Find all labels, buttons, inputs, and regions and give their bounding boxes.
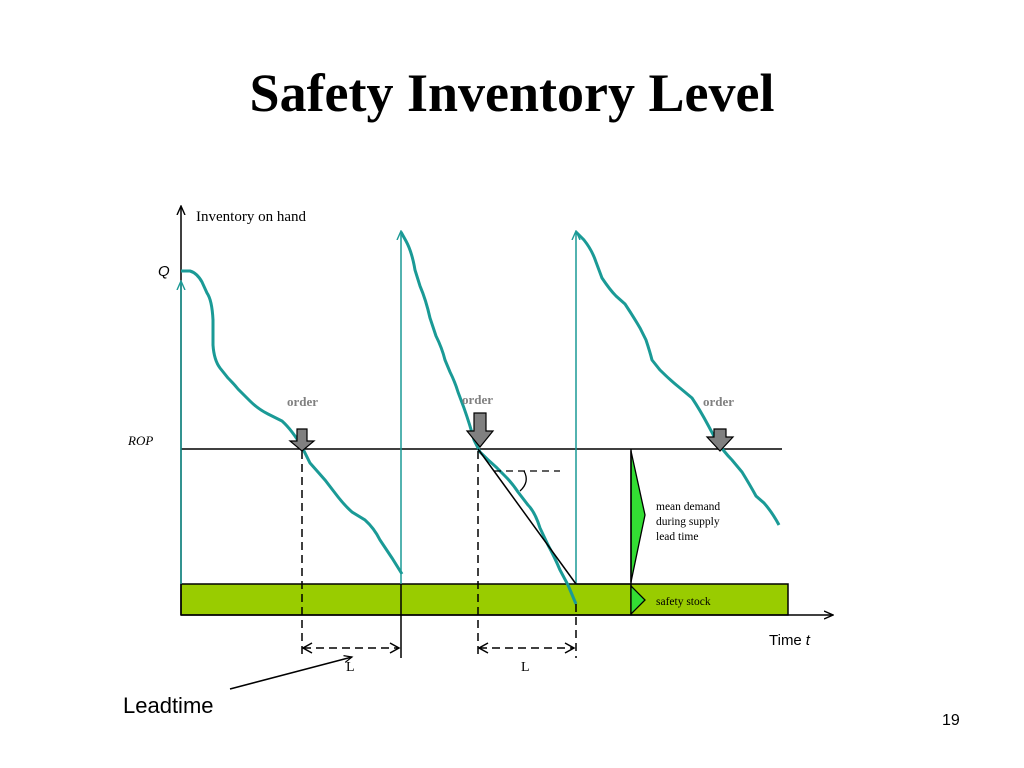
slope-angle-arc <box>519 470 527 492</box>
mean-demand-label-line-3: lead time <box>656 531 698 543</box>
inventory-curve-2 <box>399 231 578 605</box>
slide-title: Safety Inventory Level <box>249 63 775 123</box>
safety-stock-label: safety stock <box>656 596 711 608</box>
mean-demand-brace <box>630 450 646 583</box>
inventory-curve-1 <box>181 269 404 575</box>
q-label: Q <box>158 263 170 280</box>
leadtime-callout-arrow <box>229 657 352 690</box>
order-arrow-2 <box>465 412 495 448</box>
y-axis-label: Inventory on hand <box>196 209 306 225</box>
order-label-2: order <box>462 392 493 407</box>
order-label-1: order <box>287 394 318 409</box>
order-arrow-1 <box>288 428 316 452</box>
rop-label: ROP <box>127 433 153 448</box>
order-label-3: order <box>703 394 734 409</box>
order-arrow-3 <box>705 428 735 452</box>
mean-demand-label-line-2: during supply <box>656 516 720 528</box>
inventory-curve-3 <box>574 230 781 526</box>
leadtime-callout-label: Leadtime <box>123 693 214 718</box>
page-number: 19 <box>942 712 960 729</box>
safety-stock-brace <box>630 584 646 616</box>
leadtime-label-1: L <box>346 660 355 675</box>
leadtime-label-2: L <box>521 660 530 675</box>
demand-slope-line <box>477 448 577 585</box>
mean-demand-label-line-1: mean demand <box>656 501 720 513</box>
safety-stock-band <box>180 583 789 616</box>
